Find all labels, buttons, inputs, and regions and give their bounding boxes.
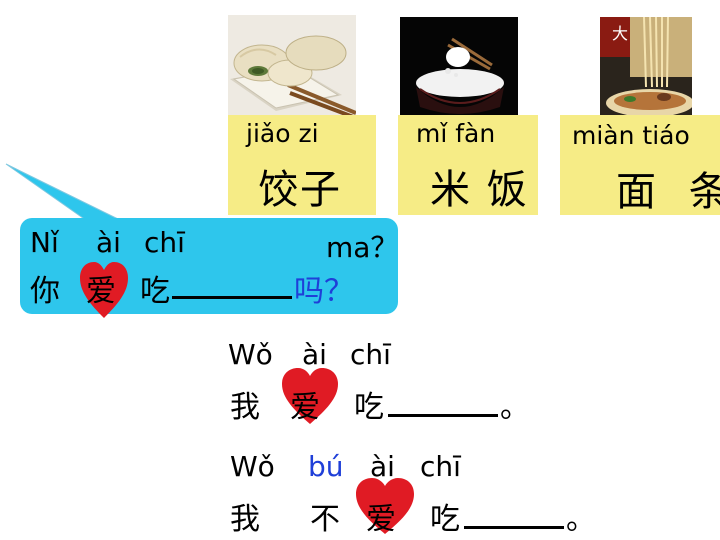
food-pinyin: miàn tiáo bbox=[572, 121, 690, 150]
answer1-hanzi-wo: 我 bbox=[230, 390, 260, 425]
answer1-pinyin-ai: ài bbox=[302, 338, 327, 371]
food-hanzi: 饺子 bbox=[258, 167, 342, 213]
question-hanzi-ni: 你 bbox=[30, 274, 60, 309]
question-blank bbox=[172, 296, 292, 299]
answer1-hanzi-ai: 爱 bbox=[290, 390, 320, 425]
question-pinyin-chi: chī bbox=[144, 226, 185, 259]
answer1-pinyin-chi: chī bbox=[350, 338, 391, 371]
food-pinyin: jiǎo zi bbox=[246, 119, 319, 148]
answer1-blank bbox=[388, 414, 498, 417]
answer1-pinyin-wo: Wǒ bbox=[228, 338, 273, 371]
food-hanzi: 面 条 bbox=[616, 169, 720, 215]
answer1-period: 。 bbox=[500, 390, 530, 425]
answer2-pinyin-ai: ài bbox=[370, 450, 395, 483]
question-pinyin-ai: ài bbox=[96, 226, 121, 259]
noodles-image bbox=[600, 17, 692, 120]
heart-icon bbox=[80, 262, 128, 318]
answer2-hanzi-wo: 我 bbox=[230, 502, 260, 537]
question-pinyin-ma: ma？ bbox=[326, 231, 399, 264]
food-hanzi: 米 饭 bbox=[430, 167, 529, 213]
answer2-hanzi-bu: 不 bbox=[310, 502, 340, 537]
food-card-noodles: miàn tiáo 面 条 bbox=[560, 115, 720, 215]
question-hanzi-ai: 爱 bbox=[86, 274, 116, 309]
food-pinyin: mǐ fàn bbox=[416, 119, 496, 148]
heart-icon bbox=[282, 368, 338, 424]
dumplings-image bbox=[228, 15, 356, 118]
answer2-period: 。 bbox=[566, 502, 596, 537]
question-hanzi-ma: 吗？ bbox=[294, 274, 354, 309]
answer1-hanzi-chi: 吃 bbox=[354, 390, 384, 425]
answer2-pinyin-chi: chī bbox=[420, 450, 461, 483]
noodle-sign-text: 大 bbox=[612, 24, 629, 43]
heart-icon bbox=[356, 478, 414, 534]
answer2-hanzi-ai: 爱 bbox=[366, 502, 396, 537]
answer2-pinyin-wo: Wǒ bbox=[230, 450, 275, 483]
answer2-pinyin-bu: bú bbox=[308, 450, 344, 483]
question-pinyin-ni: Nǐ bbox=[30, 226, 59, 259]
question-hanzi-chi: 吃 bbox=[140, 274, 170, 309]
answer2-blank bbox=[464, 526, 564, 529]
rice-image bbox=[400, 17, 518, 118]
food-card-rice: mǐ fàn 米 饭 bbox=[398, 115, 538, 215]
answer2-hanzi-chi: 吃 bbox=[430, 502, 460, 537]
food-card-dumplings: jiǎo zi 饺子 bbox=[228, 115, 376, 215]
